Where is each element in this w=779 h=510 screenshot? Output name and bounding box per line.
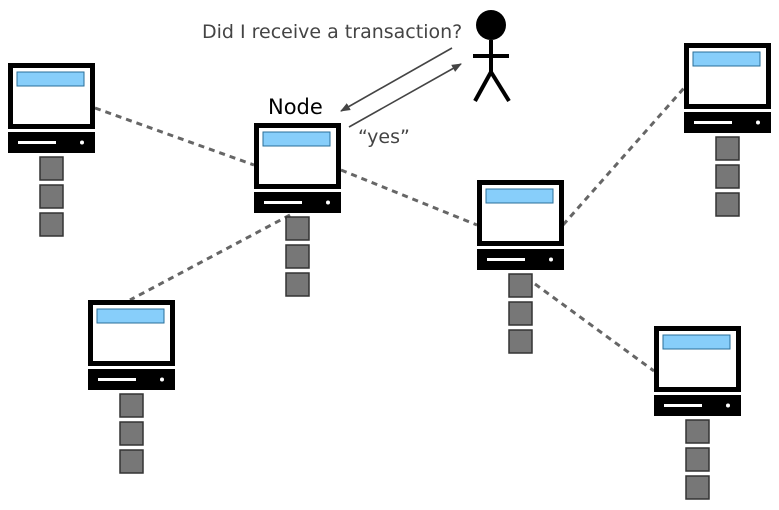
connection-middle-right-to-top-right	[561, 87, 686, 226]
block-icon	[715, 164, 740, 189]
power-led	[160, 377, 164, 382]
block-icon	[39, 156, 64, 181]
question-label: Did I receive a transaction?	[202, 21, 462, 43]
screen-bar	[662, 334, 731, 350]
drive-slot	[487, 258, 525, 261]
block-icon	[39, 212, 64, 237]
drive-slot	[98, 378, 136, 381]
power-led	[326, 200, 330, 205]
computer-icon-middle-right	[477, 180, 564, 354]
block-icon	[685, 475, 710, 500]
response-arrow	[348, 63, 462, 128]
drive-slot	[264, 201, 302, 204]
screen-bar	[96, 308, 165, 324]
screen-bar	[692, 51, 761, 67]
drive-slot	[18, 141, 56, 144]
block-icon	[285, 216, 310, 241]
block-icon	[119, 449, 144, 474]
screen-bar	[262, 131, 331, 147]
block-icon	[285, 244, 310, 269]
connection-center-node-to-bottom-left	[129, 213, 291, 302]
person-icon	[473, 10, 511, 103]
computer-icon-center-node	[254, 123, 341, 297]
power-led	[549, 257, 553, 262]
answer-label: “yes”	[358, 126, 410, 148]
block-icon	[685, 419, 710, 444]
block-icon	[685, 447, 710, 472]
drive-slot	[694, 121, 732, 124]
block-icon	[119, 393, 144, 418]
computer-icon-top-right	[684, 43, 771, 217]
computer-icon-bottom-right	[654, 326, 741, 500]
power-led	[726, 403, 730, 408]
block-icon	[508, 273, 533, 298]
block-icon	[39, 184, 64, 209]
computer-icon-bottom-left	[88, 300, 175, 474]
node-label: Node	[268, 95, 323, 119]
connection-middle-right-to-bottom-right	[534, 282, 655, 373]
block-icon	[285, 272, 310, 297]
request-arrow	[340, 47, 453, 112]
block-icon	[715, 136, 740, 161]
power-led	[756, 120, 760, 125]
power-led	[80, 140, 84, 145]
connections-layer	[94, 87, 686, 373]
connection-top-left-to-center-node	[94, 106, 255, 167]
screen-bar	[16, 71, 85, 87]
drive-slot	[664, 404, 702, 407]
computer-icon-top-left	[8, 63, 95, 237]
computers-layer	[8, 43, 771, 500]
block-icon	[508, 301, 533, 326]
block-icon	[715, 192, 740, 217]
block-icon	[508, 329, 533, 354]
block-icon	[119, 421, 144, 446]
screen-bar	[485, 188, 554, 204]
connection-center-node-to-middle-right	[340, 168, 478, 227]
